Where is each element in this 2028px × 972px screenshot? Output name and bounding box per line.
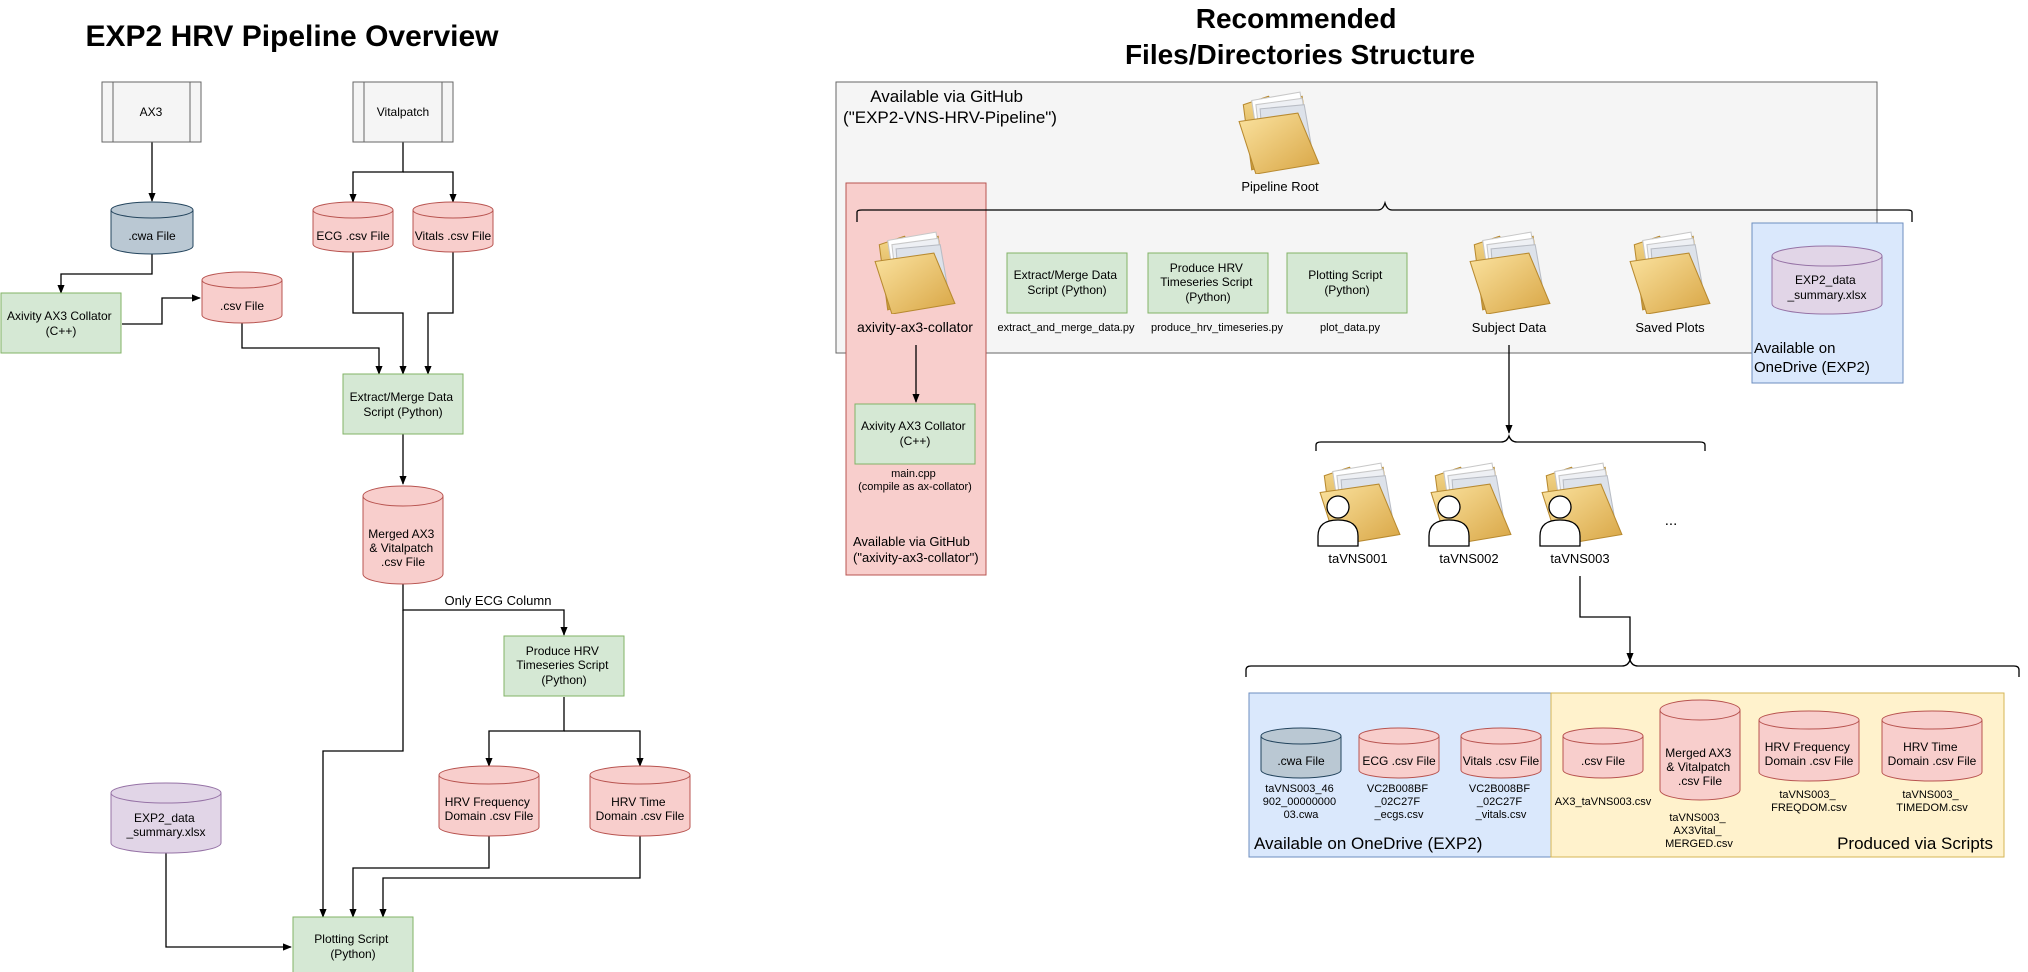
ax3-label: AX3 — [140, 105, 163, 119]
github-repo-label: Available via GitHub ("EXP2-VNS-HRV-Pipe… — [843, 87, 1057, 127]
svg-text:EXP2_data _summary.xlsx: EXP2_data _summary.xlsx — [1786, 273, 1866, 302]
left-edges — [57, 142, 644, 951]
svg-text:ECG .csv File: ECG .csv File — [1362, 754, 1436, 768]
plot-filename: plot_data.py — [1320, 322, 1380, 334]
svg-text:Merged AX3 & Vitalpatch: Merged AX3 & Vitalpatch .csv File — [1665, 746, 1734, 788]
subjects-brace — [1315, 433, 1706, 451]
bottom-merged-cylinder: Merged AX3 & Vitalpatch .csv File — [1659, 699, 1741, 801]
hrv-frequency-cylinder: HRV Frequency Domain .csv File — [438, 765, 540, 837]
svg-text:Extract/Merge Data Scrip: Extract/Merge Data Script (Python) — [1014, 268, 1121, 297]
produce-hrv-process: Produce HRV Timeseries Script (Python) — [503, 635, 625, 697]
bottom-csv-cylinder: .csv File — [1562, 727, 1644, 779]
svg-text:.cwa File: .cwa File — [128, 229, 176, 243]
summary-xlsx-cylinder: EXP2_data _summary.xlsx — [110, 782, 222, 854]
user-icon — [1539, 495, 1581, 547]
vitals-csv-cylinder: Vitals .csv File — [412, 201, 494, 253]
svg-text:Axivity AX3 Collator (C+: Axivity AX3 Collator (C++) — [7, 309, 115, 338]
produced-via-scripts-label: Produced via Scripts — [1837, 834, 1993, 853]
bottom-cwa-cylinder: .cwa File — [1260, 727, 1342, 779]
svg-text:Produce HRV Timeseries S: Produce HRV Timeseries Script (Python) — [1160, 261, 1256, 304]
bottom-vitals-cylinder: Vitals .csv File — [1460, 727, 1542, 779]
subject-taVNS002: taVNS002 — [1428, 462, 1512, 566]
bottom-time-cylinder: HRV Time Domain .csv File — [1881, 710, 1983, 782]
vitalpatch-device: Vitalpatch — [352, 81, 454, 143]
onedrive-bottom-label: Available on OneDrive (EXP2) — [1254, 834, 1482, 853]
subject-data-label: Subject Data — [1472, 320, 1547, 335]
axivity-github-label: Available via GitHub ("axivity-ax3-colla… — [853, 534, 979, 565]
csv-filename: AX3_taVNS003.csv — [1555, 796, 1652, 808]
svg-text:Produce HRV Timeseries S: Produce HRV Timeseries Script (Python) — [516, 644, 612, 687]
files-brace — [1245, 657, 2020, 677]
bottom-freq-cylinder: HRV Frequency Domain .csv File — [1758, 710, 1860, 782]
cwa-filename: taVNS003_46 902_00000000 03.cwa — [1263, 783, 1339, 821]
svg-text:EXP2_data _summary.xlsx: EXP2_data _summary.xlsx — [125, 811, 205, 839]
collator-process: Axivity AX3 Collator (C++) — [0, 292, 122, 354]
svg-text:taVNS003: taVNS003 — [1550, 551, 1609, 566]
svg-text:taVNS002: taVNS002 — [1439, 551, 1498, 566]
cwa-file-cylinder: .cwa File — [110, 201, 194, 255]
plotting-process: Plotting Script (Python) — [292, 916, 414, 972]
svg-text:Extract/Merge Data Scrip: Extract/Merge Data Script (Python) — [350, 390, 457, 419]
user-icon — [1317, 495, 1359, 547]
svg-text:taVNS001: taVNS001 — [1328, 551, 1387, 566]
extract-filename: extract_and_merge_data.py — [998, 322, 1135, 334]
left-title: EXP2 HRV Pipeline Overview — [86, 20, 500, 53]
produce-script-box: Produce HRV Timeseries Script (Python) — [1147, 252, 1269, 314]
ecg-csv-cylinder: ECG .csv File — [312, 201, 394, 253]
hrv-time-cylinder: HRV Time Domain .csv File — [589, 765, 691, 837]
extract-merge-process: Extract/Merge Data Script (Python) — [342, 373, 464, 435]
subject-files-edge — [1579, 576, 1634, 662]
svg-text:.cwa File: .cwa File — [1277, 754, 1325, 768]
svg-text:Merged AX3 & Vitalpatch: Merged AX3 & Vitalpatch .csv File — [368, 527, 437, 569]
csv-file-cylinder: .csv File — [201, 271, 283, 324]
ecg-filename: VC2B008BF _02C27F _ecgs.csv — [1367, 783, 1431, 821]
svg-text:Plotting Script (Python): Plotting Script (Python) — [1308, 268, 1385, 297]
extract-script-box: Extract/Merge Data Script (Python) — [1006, 252, 1128, 314]
onedrive-top-label: Available on OneDrive (EXP2) — [1754, 340, 1870, 376]
subject-taVNS003: taVNS003 — [1539, 462, 1623, 566]
svg-text:.csv File: .csv File — [220, 299, 264, 313]
only-ecg-label: Only ECG Column — [445, 593, 552, 608]
main-cpp-label: main.cpp (compile as ax-collator) — [858, 468, 972, 493]
top-brace — [856, 200, 1913, 222]
svg-text:HRV Frequency Domain .cs: HRV Frequency Domain .csv File — [445, 795, 534, 823]
plot-script-box: Plotting Script (Python) — [1286, 252, 1408, 314]
right-collator-process: Axivity AX3 Collator (C++) — [854, 403, 976, 465]
time-filename: taVNS003_ TIMEDOM.csv — [1896, 789, 1968, 814]
svg-text:ECG .csv File: ECG .csv File — [316, 229, 390, 243]
more-subjects-ellipsis: ... — [1665, 512, 1678, 529]
svg-text:Axivity AX3 Collator (C+: Axivity AX3 Collator (C++) — [861, 419, 969, 448]
right-title: Recommended Files/Directories Structure — [1125, 3, 1475, 70]
svg-text:Vitals .csv File: Vitals .csv File — [415, 229, 492, 243]
svg-text:HRV Time Domain .csv Fil: HRV Time Domain .csv File — [596, 795, 685, 823]
svg-text:.csv File: .csv File — [1581, 754, 1625, 768]
freq-filename: taVNS003_ FREQDOM.csv — [1771, 789, 1847, 814]
saved-plots-label: Saved Plots — [1635, 320, 1705, 335]
bottom-ecg-cylinder: ECG .csv File — [1358, 727, 1440, 779]
vitalpatch-label: Vitalpatch — [377, 105, 429, 119]
merged-csv-cylinder: Merged AX3 & Vitalpatch .csv File — [362, 485, 444, 585]
svg-text:Plotting Script (Python): Plotting Script (Python) — [314, 932, 391, 961]
subject-taVNS001: taVNS001 — [1317, 462, 1401, 566]
svg-text:HRV Frequency Domain .cs: HRV Frequency Domain .csv File — [1765, 740, 1854, 768]
user-icon — [1428, 495, 1470, 547]
produce-filename: produce_hrv_timeseries.py — [1151, 322, 1284, 334]
axivity-folder-label: axivity-ax3-collator — [857, 319, 973, 335]
right-summary-cylinder: EXP2_data _summary.xlsx — [1771, 245, 1883, 315]
merged-filename: taVNS003_ AX3Vital_ MERGED.csv — [1665, 812, 1733, 850]
svg-text:HRV Time Domain .csv Fil: HRV Time Domain .csv File — [1888, 740, 1977, 768]
vitals-filename: VC2B008BF _02C27F _vitals.csv — [1469, 783, 1533, 821]
svg-text:Vitals .csv File: Vitals .csv File — [1463, 754, 1540, 768]
pipeline-root-label: Pipeline Root — [1241, 179, 1319, 194]
ax3-device: AX3 — [101, 81, 202, 143]
